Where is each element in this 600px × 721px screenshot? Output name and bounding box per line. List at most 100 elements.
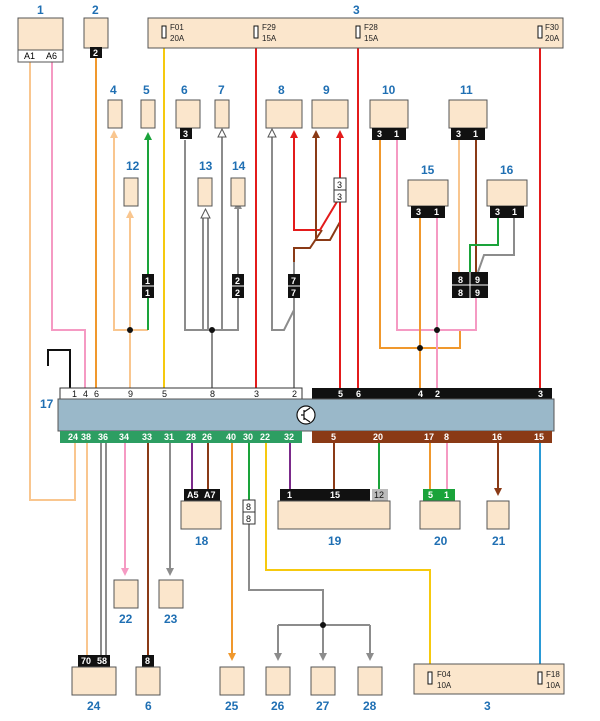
component-number: 3 (484, 699, 491, 713)
arrow-brown-21 (494, 488, 502, 496)
component-14 (230, 177, 246, 207)
wire-brown-9b (293, 229, 323, 262)
component-number: 26 (271, 699, 285, 713)
component-number: 21 (492, 534, 506, 548)
component-25 (219, 666, 245, 696)
arrow-brown-9 (312, 130, 320, 138)
component-number: 6 (145, 699, 152, 713)
ground-symbol (47, 349, 71, 388)
fuse-label: F28 (364, 23, 378, 32)
wire-brown-9 (315, 134, 341, 241)
arrow-gray-7 (217, 127, 227, 138)
component-7 (214, 99, 230, 129)
fuse-rating: 20A (170, 34, 185, 43)
component-number: 16 (500, 163, 514, 177)
junction-dot (417, 345, 423, 351)
pin-label: 22 (260, 432, 270, 442)
pin-label: 15 (534, 432, 544, 442)
pin-label: 8 (458, 288, 463, 298)
component-number: 19 (328, 534, 342, 548)
ecu-bottom-connector-green (60, 431, 302, 443)
pin-label: 28 (186, 432, 196, 442)
pin-label: 1 (434, 207, 439, 217)
wire-peach-1-24 (29, 62, 76, 501)
component-1 (17, 17, 64, 51)
wire-green-16 (469, 218, 499, 272)
transistor-icon (296, 405, 316, 425)
pin-label: 33 (142, 432, 152, 442)
pin-label: 38 (81, 432, 91, 442)
pin-label: A6 (46, 51, 57, 61)
component-23 (158, 579, 184, 609)
component-18 (180, 500, 222, 530)
pin-label: 5 (162, 389, 167, 399)
pin-label: 8 (210, 389, 215, 399)
component-number: 12 (126, 159, 140, 173)
pin-label: 8 (145, 656, 150, 666)
wire-pink-1-ecu4 (51, 62, 86, 388)
pin-label: 20 (373, 432, 383, 442)
component-16 (486, 179, 528, 207)
pin-label: 1 (473, 129, 478, 139)
fuse-label: F18 (546, 670, 560, 679)
component-number: 28 (363, 699, 377, 713)
wire-yellow-22 (265, 442, 431, 668)
pin-label: 24 (68, 432, 78, 442)
component-9 (311, 99, 349, 129)
component-number: 25 (225, 699, 239, 713)
arrow-gray-13 (200, 207, 211, 219)
wire-gray-16 (477, 218, 515, 273)
pin-label: 3 (337, 180, 342, 190)
fuse-f30: F30 20A (537, 23, 560, 43)
pin-label: 6 (356, 389, 361, 399)
fuse-label: F30 (545, 23, 559, 32)
component-24 (71, 666, 117, 696)
component-number: 6 (181, 83, 188, 97)
ecu-bottom-pin-labels: 24 38 36 34 33 31 28 26 40 30 22 32 5 20… (68, 432, 544, 442)
component-6 (175, 99, 201, 129)
pin-label: 3 (183, 129, 188, 139)
arrow-gray-26 (274, 653, 282, 661)
wire-gray-14 (212, 205, 239, 331)
arrow-red-9 (290, 130, 298, 138)
pin-label: 8 (246, 502, 251, 512)
wire-red-9a (293, 134, 339, 231)
component-4 (107, 99, 123, 129)
pin-label: 1 (444, 490, 449, 500)
component-number: 2 (92, 3, 99, 17)
pin-label: 8 (444, 432, 449, 442)
pin-label: A5 (187, 490, 199, 500)
junction-dot (209, 327, 215, 333)
pin-label: 6 (94, 389, 99, 399)
junction-dot (320, 622, 326, 628)
pin-label: 1 (287, 490, 292, 500)
arrow-gray-27 (319, 653, 327, 661)
pin-label: 5 (331, 432, 336, 442)
fuse-rating: 10A (437, 681, 452, 690)
fuse-label: F29 (262, 23, 276, 32)
component-number: 13 (199, 159, 213, 173)
component-20 (419, 500, 461, 530)
pin-label: 40 (226, 432, 236, 442)
component-number: 23 (164, 612, 178, 626)
fuse-rating: 15A (364, 34, 379, 43)
pin-label: 9 (475, 275, 480, 285)
fuse-f18: F18 10A (537, 670, 561, 690)
component-number: 8 (278, 83, 285, 97)
component-number: 14 (232, 159, 246, 173)
component-11 (448, 99, 488, 129)
junction-dot (434, 327, 440, 333)
fuse-f01: F01 20A (161, 23, 185, 43)
component-number: 7 (218, 83, 225, 97)
pin-label: 8 (458, 275, 463, 285)
component-8 (265, 99, 303, 129)
component-15 (407, 179, 449, 207)
arrow-orange-25 (228, 653, 236, 661)
pin-label: 3 (456, 129, 461, 139)
component-22 (113, 579, 139, 609)
pin-label: 8 (246, 514, 251, 524)
pin-label: 3 (538, 389, 543, 399)
junction-dot (127, 327, 133, 333)
component-26 (265, 666, 291, 696)
ecu-bottom-connector-brown (312, 431, 552, 443)
